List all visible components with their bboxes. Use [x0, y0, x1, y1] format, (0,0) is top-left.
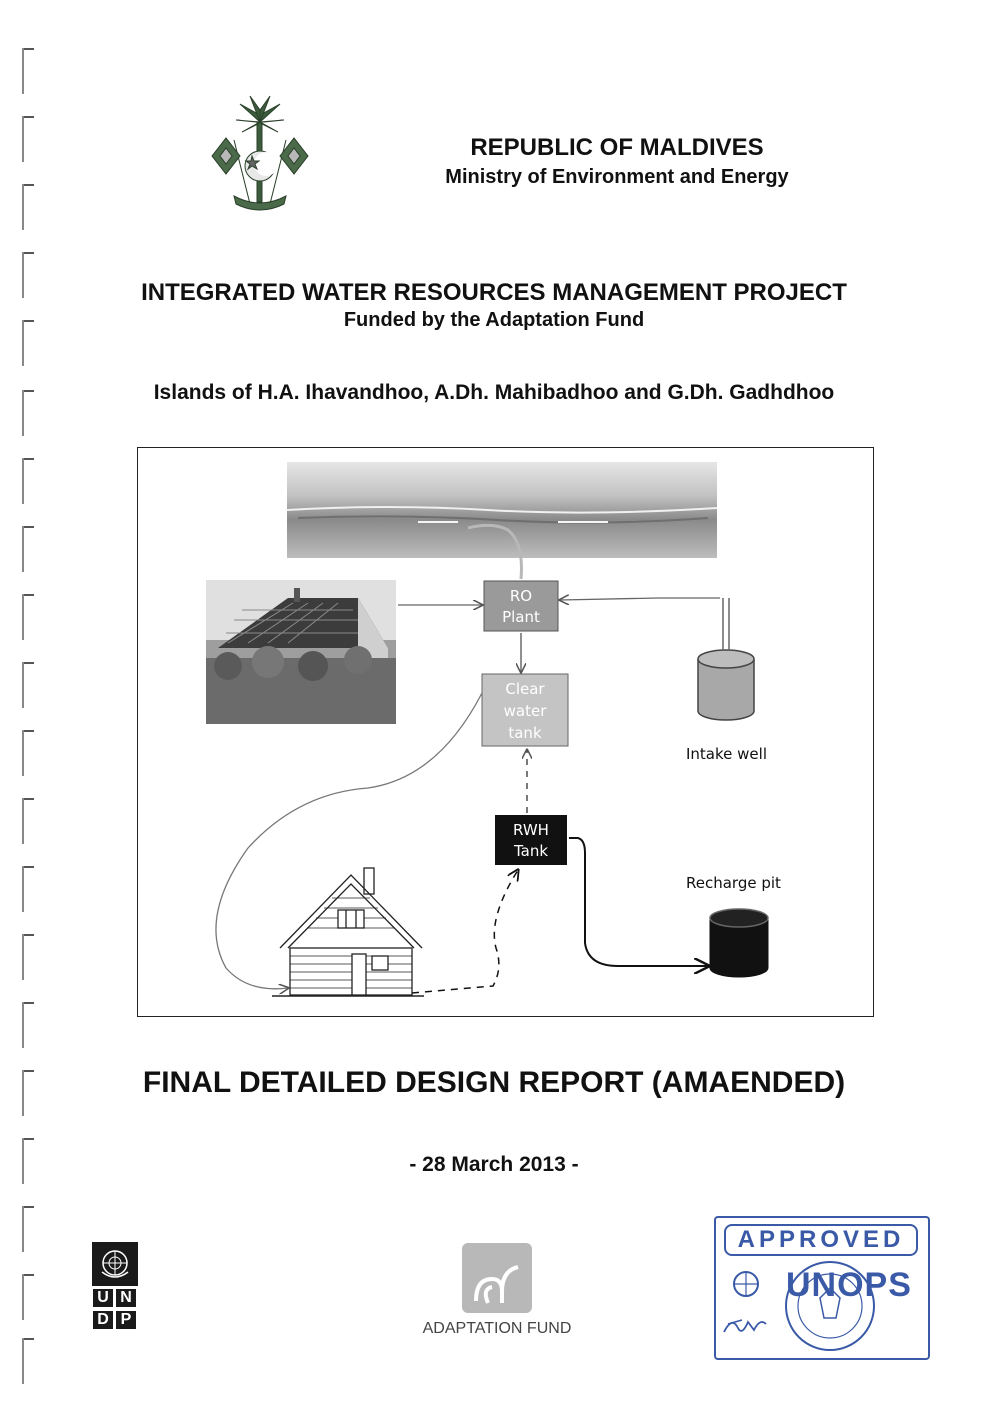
undp-letter-n: N [115, 1288, 137, 1308]
undp-logo: U N D P [92, 1242, 138, 1332]
water-system-diagram: RO Plant Clear water tank RWH Tank Intak… [137, 447, 874, 1017]
undp-letter-d: D [92, 1310, 114, 1330]
project-title: INTEGRATED WATER RESOURCES MANAGEMENT PR… [141, 279, 847, 306]
clear-water-label-2: water [504, 702, 548, 720]
ro-plant-label-1: RO [510, 587, 532, 605]
maldives-emblem-icon [211, 95, 309, 211]
ro-plant-label-2: Plant [502, 608, 540, 626]
house-drawing [272, 867, 424, 997]
clear-water-label-1: Clear [505, 680, 545, 698]
ro-plant-box: RO Plant [483, 580, 559, 632]
intake-well-label: Intake well [686, 745, 767, 763]
adaptation-fund-icon [462, 1243, 532, 1313]
solar-house-photo [206, 580, 396, 724]
approved-stamp: APPROVED UNOPS [714, 1216, 930, 1360]
undp-letter-p: P [115, 1310, 137, 1330]
ministry-name: Ministry of Environment and Energy [445, 166, 789, 188]
stamp-unops-text: UNOPS [786, 1266, 912, 1304]
clear-water-label-3: tank [508, 724, 542, 742]
signature-icon [723, 1319, 767, 1333]
un-emblem-icon [101, 1250, 129, 1278]
intake-well-cylinder [697, 598, 755, 721]
adaptation-fund-label: ADAPTATION FUND [422, 1320, 572, 1337]
project-islands: Islands of H.A. Ihavandhoo, A.Dh. Mahiba… [153, 381, 835, 404]
flow-lines [215, 523, 720, 993]
stamp-approved-text: APPROVED [724, 1224, 918, 1256]
round-seal-icon [785, 1261, 875, 1351]
report-title: FINAL DETAILED DESIGN REPORT (AMAENDED) [142, 1066, 846, 1099]
rwh-label-2: Tank [513, 842, 548, 860]
recharge-pit-cylinder [709, 908, 769, 978]
rwh-label-1: RWH [513, 821, 549, 839]
clear-water-tank-box: Clear water tank [481, 673, 569, 747]
recharge-pit-label: Recharge pit [686, 874, 781, 892]
adaptation-fund-logo [462, 1243, 532, 1313]
undp-letter-u: U [92, 1288, 114, 1308]
sea-photo [286, 462, 718, 558]
report-date: - 28 March 2013 - [409, 1153, 579, 1176]
country-title: REPUBLIC OF MALDIVES [470, 134, 764, 161]
rwh-tank-box: RWH Tank [495, 815, 567, 865]
project-funding: Funded by the Adaptation Fund [343, 309, 645, 331]
un-stamp-emblem-icon [733, 1271, 759, 1297]
